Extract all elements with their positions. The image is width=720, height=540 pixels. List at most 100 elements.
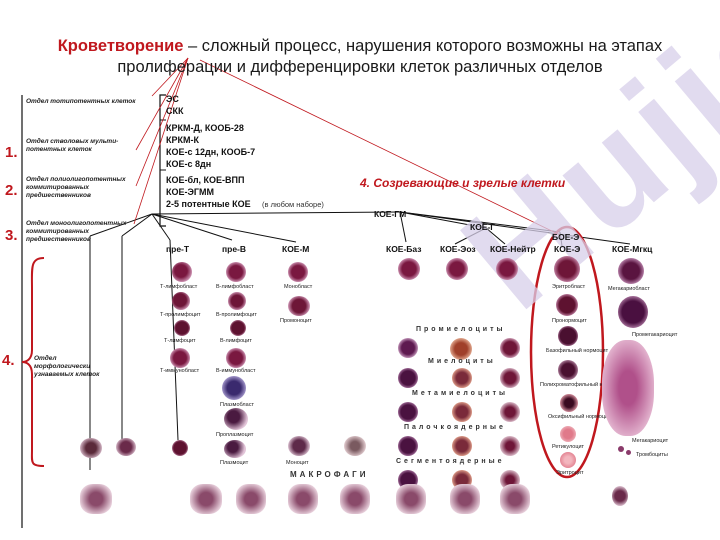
myelocyte-baso-cell: [398, 368, 418, 388]
macrophage-cell: [80, 484, 112, 514]
dendritic-cell: [80, 438, 102, 458]
mk-label-0: Мегакариобласт: [608, 286, 650, 292]
osteoclast-cell: [500, 484, 530, 514]
proplasmocyte-cell: [224, 408, 248, 430]
myelocyte-neutr-cell: [500, 368, 520, 388]
neutrophil-blast-cell: [496, 258, 518, 280]
stage-stem-3: КОЕ-с 8дн: [166, 159, 212, 169]
row-myelocytes: Миелоциты: [428, 358, 496, 365]
t-label-3: Т-иммунобласт: [160, 368, 200, 374]
page-title: Кроветворение – сложный процесс, нарушен…: [40, 36, 680, 78]
e-label-2: Базофильный нормоцит: [546, 348, 609, 354]
col-koe-baz: КОЕ-Баз: [386, 244, 422, 254]
myelocyte-eos-cell: [452, 368, 472, 388]
col-koe-neutr: КОЕ-Нейтр: [490, 244, 536, 254]
promonocyte-cell: [288, 296, 310, 316]
row-band: Палочкоядерные: [404, 424, 506, 431]
e-label-3: Полихроматофильный нормоцит: [540, 382, 625, 388]
t-label-2: Т-лимфоцит: [164, 338, 196, 344]
mk-label-1: Промегакариоцит: [632, 332, 678, 338]
macrophage-cell: [450, 484, 480, 514]
e-label-1: Пронормоцит: [552, 318, 587, 324]
basophilic-normocyte-cell: [558, 326, 578, 346]
monocyte-cell: [288, 436, 310, 456]
b-label-2: В-лимфоцит: [220, 338, 252, 344]
stage-stem-1: КРКМ-К: [166, 135, 199, 145]
branch-boe-e: БОЕ-Э: [552, 232, 580, 242]
b-lymphocyte-cell: [230, 320, 246, 336]
stage-poly-1: КОЕ-ЭГММ: [166, 187, 214, 197]
marker-4: 4.: [2, 352, 15, 369]
b-label-0: В-лимфобласт: [216, 284, 254, 290]
e-label-5: Ретикулоцит: [552, 444, 585, 450]
metamyelocyte-baso-cell: [398, 402, 418, 422]
plasmocyte-cell: [224, 440, 246, 458]
stage-poly-0: КОЕ-бл, КОЕ-ВПП: [166, 175, 245, 185]
plasmoblast-cell: [222, 376, 246, 400]
col-koe-mgkc: КОЕ-Мгкц: [612, 244, 653, 254]
title-highlight: Кроветворение: [57, 37, 184, 55]
side-label-stem: Отдел стволовых мульти-потентных клеток: [26, 138, 119, 153]
promyelocyte-neutr-cell: [500, 338, 520, 358]
t-label-0: Т-лимфобласт: [160, 284, 198, 290]
polychromatophilic-normocyte-cell: [558, 360, 578, 380]
erythroblast-cell: [554, 256, 580, 282]
row-segmented: Сегментоядерные: [396, 458, 505, 465]
b-label-6: Плазмоцит: [220, 460, 249, 466]
branch-koe-gm: КОЕ-ГМ: [374, 209, 407, 219]
marker-2: 2.: [5, 182, 18, 199]
branch-koe-g: КОЕ-Г: [470, 222, 496, 232]
m-label-1: Промоноцит: [280, 318, 312, 324]
mk-label-3: Тромбоциты: [636, 452, 668, 458]
nk-cell: [172, 440, 188, 456]
basophil-blast-cell: [398, 258, 420, 280]
b-prolymphocyte-cell: [228, 292, 246, 310]
side-label-totipotent: Отдел тотипотентных клеток: [26, 98, 136, 105]
side-label-mono: Отдел моноолигопотентных коммитированных…: [26, 220, 127, 243]
band-eos-cell: [452, 436, 472, 456]
promegakaryocyte-cell: [618, 296, 648, 328]
promyelocyte-eos-cell: [450, 338, 472, 360]
col-koe-e: КОЕ-Э: [554, 244, 581, 254]
stage-stem-0: КРКМ-Д, КООБ-28: [166, 123, 244, 133]
band-baso-cell: [398, 436, 418, 456]
row-metamyelocytes: Метамиелоциты: [412, 390, 508, 397]
t-lymphocyte-cell: [174, 320, 190, 336]
mast-cell: [344, 436, 366, 456]
stage-stem-2: КОЕ-с 12дн, КООБ-7: [166, 147, 256, 157]
title-rest: – сложный процесс, нарушения которого во…: [117, 37, 663, 76]
macrophage-cell: [288, 484, 318, 514]
megakaryoblast-cell: [618, 258, 644, 284]
pronormocyte-cell: [556, 294, 578, 316]
dendritic-cell: [612, 486, 628, 506]
oxyphilic-normocyte-cell: [560, 394, 578, 412]
t-prolymphocyte-cell: [172, 292, 190, 310]
e-label-4: Оксифильный нормоцит: [548, 414, 611, 420]
b-label-4: Плазмобласт: [220, 402, 254, 408]
eosinophil-blast-cell: [446, 258, 468, 280]
megakaryocyte-cell: [602, 340, 654, 436]
platelet-dot: [626, 450, 631, 455]
b-label-1: В-пролимфоцит: [216, 312, 257, 318]
t-lymphoblast-cell: [172, 262, 192, 282]
platelet-dot: [618, 446, 624, 452]
macrophage-cell: [340, 484, 370, 514]
stage-skk: СКК: [166, 106, 184, 116]
reticulocyte-cell: [560, 426, 576, 442]
b-label-3: В-иммунобласт: [216, 368, 256, 374]
t-immunoblast-cell: [170, 348, 190, 368]
band-neutr-cell: [500, 436, 520, 456]
t-label-1: Т-пролимфоцит: [160, 312, 201, 318]
mature-cells-note: 4. Созревающие и зрелые клетки: [360, 176, 566, 190]
e-label-0: Эритробласт: [552, 284, 586, 290]
marker-1: 1.: [5, 144, 18, 161]
mk-label-2: Мегакариоцит: [632, 438, 669, 444]
e-label-6: Эритроцит: [556, 470, 584, 476]
macrophage-cell: [236, 484, 266, 514]
col-pre-t: пре-Т: [166, 244, 190, 254]
col-pre-b: пре-В: [222, 244, 247, 254]
row-macrophages: МАКРОФАГИ: [290, 470, 369, 479]
monoblast-cell: [288, 262, 308, 282]
stage-poly-2: 2-5 потентные КОЕ: [166, 199, 251, 209]
